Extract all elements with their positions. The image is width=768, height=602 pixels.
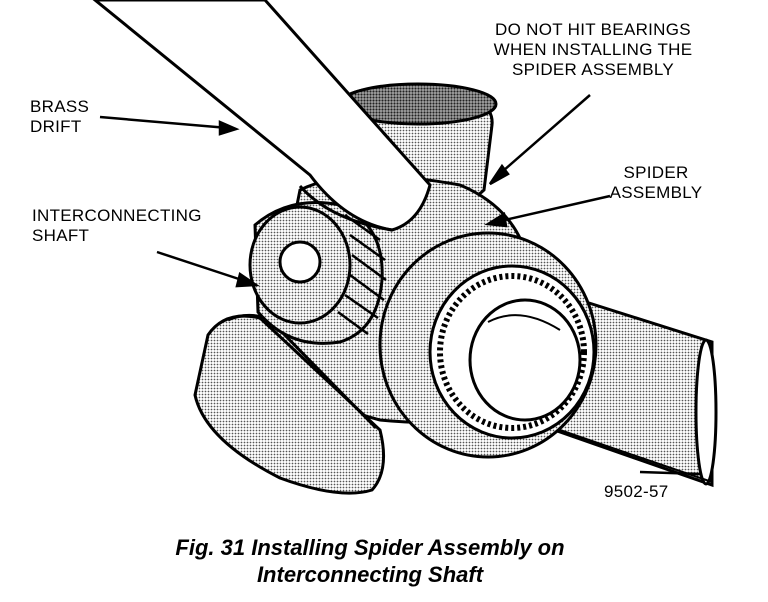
interconnecting-shaft-callout: INTERCONNECTING SHAFT: [32, 206, 202, 246]
warning-callout-line-2: WHEN INSTALLING THE: [493, 40, 693, 59]
caption-line-2: Interconnecting Shaft: [256, 562, 484, 587]
brass-drift-line-1: BRASS: [30, 97, 90, 116]
leader-lines: [99, 94, 701, 476]
spider-assembly-line-1: SPIDER: [623, 163, 689, 182]
figure-number: 9502-57: [604, 482, 669, 501]
brass-drift: [92, 0, 432, 232]
interconnecting-shaft-end: [248, 201, 387, 345]
brass-drift-line-2: DRIFT: [30, 117, 82, 136]
brass-drift-callout: BRASS DRIFT: [30, 97, 89, 137]
interconnecting-shaft-line-2: SHAFT: [32, 226, 90, 245]
interconnecting-shaft-line-1: INTERCONNECTING: [32, 206, 202, 225]
spider-assembly-callout: SPIDER ASSEMBLY: [600, 163, 712, 203]
figure-caption: Fig. 31 Installing Spider Assembly on In…: [90, 534, 650, 588]
warning-callout-line-1: DO NOT HIT BEARINGS: [495, 20, 691, 39]
warning-callout-line-3: SPIDER ASSEMBLY: [512, 60, 674, 79]
front-bearing-cap: [378, 231, 598, 459]
warning-callout: DO NOT HIT BEARINGS WHEN INSTALLING THE …: [468, 20, 718, 80]
spider-assembly-line-2: ASSEMBLY: [609, 183, 703, 202]
caption-line-1: Fig. 31 Installing Spider Assembly on: [175, 535, 565, 560]
